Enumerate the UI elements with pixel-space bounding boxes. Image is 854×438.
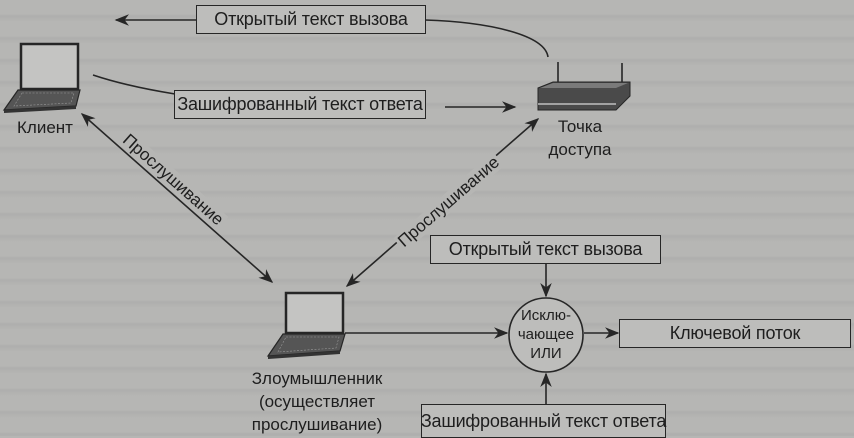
xor-node: [508, 297, 584, 373]
connector-ap-to-challenge: [424, 19, 549, 58]
box-response-ciphertext-xor: Зашифрованный текст ответа: [421, 404, 666, 438]
access-point-label-line1: Точка: [557, 117, 603, 136]
box-challenge-plaintext-top: Открытый текст вызова: [196, 5, 426, 34]
xor-label-line2: чающее: [517, 326, 575, 343]
connector-client-to-response: [92, 74, 176, 95]
box-keystream: Ключевой поток: [619, 319, 851, 348]
xor-label-line3: ИЛИ: [530, 345, 562, 362]
xor-label: Исклю- чающее ИЛИ: [509, 306, 583, 363]
client-laptop-icon: [2, 42, 81, 113]
attacker-label-line3: прослушивание): [251, 415, 383, 434]
access-point-label-line2: доступа: [548, 140, 612, 159]
client-label: Клиент: [17, 118, 73, 137]
attacker-laptop-icon: [266, 291, 346, 359]
box-challenge-plaintext-xor: Открытый текст вызова: [430, 235, 661, 264]
access-point-icon: [537, 62, 631, 111]
attacker-label-line1: Злоумышленник: [251, 369, 383, 388]
box-response-ciphertext-top: Зашифрованный текст ответа: [174, 90, 426, 119]
access-point-label: Точка доступа: [540, 115, 620, 161]
attacker-label-line2: (осуществляет: [258, 392, 376, 411]
arrow-sniff-client: [80, 113, 274, 283]
xor-label-line1: Исклю-: [520, 307, 571, 324]
attacker-label: Злоумышленник (осуществляет прослушивани…: [232, 367, 402, 436]
